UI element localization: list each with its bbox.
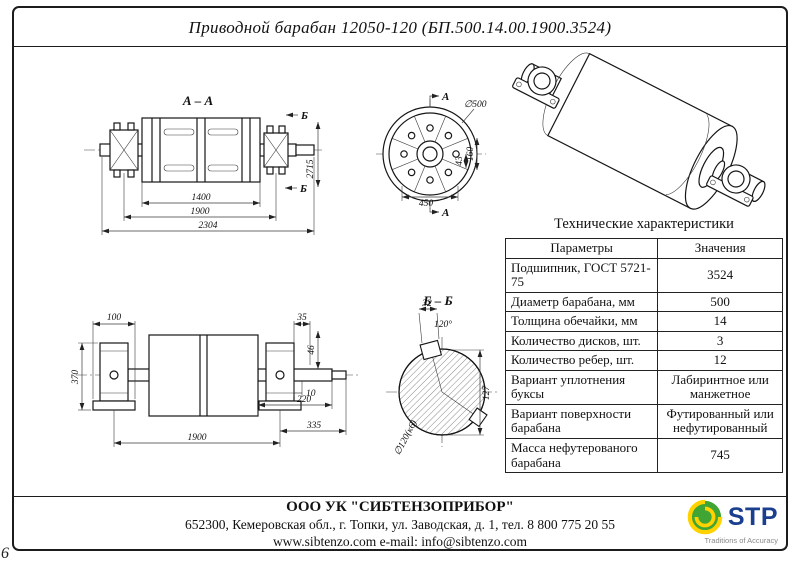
dim-120deg: 120° xyxy=(434,319,452,330)
value-cell: 745 xyxy=(657,438,783,474)
dim-1900-side: 1900 xyxy=(188,433,207,443)
corner-mark: 6 xyxy=(1,545,9,562)
footer: ООО УК "СИБТЕНЗОПРИБОР" 652300, Кемеровс… xyxy=(14,496,786,549)
page-title: Приводной барабан 12050-120 (БП.500.14.0… xyxy=(14,8,786,47)
view-section-bb: Б – Б 32 12 xyxy=(386,293,498,457)
table-row: Подшипник, ГОСТ 5721-75 3524 xyxy=(504,257,783,293)
dim-d500: ∅500 xyxy=(464,100,487,110)
param-cell: Вариант поверхности барабана xyxy=(504,403,659,440)
param-cell: Диаметр барабана, мм xyxy=(504,291,659,313)
table-row: Вариант поверхности барабана Футированны… xyxy=(504,403,783,440)
table-row: Толщина обечайки, мм 14 xyxy=(504,311,783,332)
dim-2304: 2304 xyxy=(199,221,218,231)
param-cell: Количество дисков, шт. xyxy=(504,330,659,352)
stp-logo-tagline: Traditions of Accuracy xyxy=(704,536,778,545)
stp-logo-text: STP xyxy=(727,502,778,531)
dim-450: 450 xyxy=(419,199,434,209)
table-row: Количество дисков, шт. 3 xyxy=(504,330,783,352)
value-cell: 3524 xyxy=(657,257,783,293)
view-end: ∅500 450 43 160 А А xyxy=(376,91,487,219)
company-address: 652300, Кемеровская обл., г. Топки, ул. … xyxy=(184,517,616,532)
view-section-aa: А – А xyxy=(84,93,322,235)
value-cell: 3 xyxy=(657,330,783,352)
view-label-bb: Б – Б xyxy=(422,293,453,308)
dim-100: 100 xyxy=(107,313,122,323)
technical-drawing: А – А xyxy=(71,52,766,457)
value-cell: 14 xyxy=(657,311,783,332)
view-label-aa: А – А xyxy=(182,93,214,108)
dim-10: 10 xyxy=(306,389,316,399)
dim-220: 220 xyxy=(297,395,312,405)
view-side: 100 370 35 46 10 220 xyxy=(71,313,358,447)
dim-shaft-diameter: ∅120(к6) xyxy=(392,418,420,457)
param-cell: Подшипник, ГОСТ 5721-75 xyxy=(504,257,659,293)
cut-mark-b-bottom: Б xyxy=(299,183,307,195)
company-name: ООО УК "СИБТЕНЗОПРИБОР" xyxy=(286,499,514,515)
col-header-params: Параметры xyxy=(504,238,659,259)
stp-logo: STP Traditions of Accuracy xyxy=(666,499,778,545)
cut-mark-a-bottom: А xyxy=(441,207,449,219)
dim-1900-aa: 1900 xyxy=(191,207,210,217)
spec-table: Параметры Значения Подшипник, ГОСТ 5721-… xyxy=(504,238,783,474)
dim-2715: 2715 xyxy=(306,159,316,178)
spec-table-title: Технические характеристики xyxy=(554,216,734,232)
sheet-frame: Приводной барабан 12050-120 (БП.500.14.0… xyxy=(12,6,788,551)
param-cell: Масса нефутерованого барабана xyxy=(504,438,659,474)
stp-swirl-icon xyxy=(687,499,723,535)
table-row: Вариант уплотнения буксы Лабиринтное или… xyxy=(504,369,783,405)
value-cell: Футированный или нефутированный xyxy=(657,403,783,440)
value-cell: 500 xyxy=(657,291,783,313)
dim-335: 335 xyxy=(306,421,322,431)
dim-46: 46 xyxy=(307,345,317,355)
bearing-pedestal-left xyxy=(512,66,560,109)
dim-370: 370 xyxy=(71,370,81,386)
table-row: Количество ребер, шт. 12 xyxy=(504,350,783,371)
dim-35: 35 xyxy=(296,313,307,323)
param-cell: Вариант уплотнения буксы xyxy=(504,369,659,405)
table-row: Масса нефутерованого барабана 745 xyxy=(504,438,783,474)
company-web-email[interactable]: www.sibtenzo.com e-mail: info@sibtenzo.c… xyxy=(272,534,528,549)
dim-32: 32 xyxy=(421,299,432,309)
param-cell: Толщина обечайки, мм xyxy=(504,311,659,332)
value-cell: 12 xyxy=(657,350,783,371)
col-header-values: Значения xyxy=(657,238,783,259)
cut-mark-a-top: А xyxy=(441,91,449,103)
dim-127: 127 xyxy=(482,385,492,401)
view-isometric xyxy=(512,52,766,210)
table-row: Диаметр барабана, мм 500 xyxy=(504,291,783,313)
value-cell: Лабиринтное или манжетное xyxy=(657,369,783,405)
dim-43: 43 xyxy=(455,156,465,166)
spec-table-section: Технические характеристики Параметры Зна… xyxy=(504,216,783,474)
dim-1400: 1400 xyxy=(192,193,211,203)
table-header-row: Параметры Значения xyxy=(504,238,783,259)
bearing-pedestal-right xyxy=(706,164,754,207)
dim-160: 160 xyxy=(466,147,476,162)
param-cell: Количество ребер, шт. xyxy=(504,350,659,371)
cut-mark-b-top: Б xyxy=(300,110,308,122)
